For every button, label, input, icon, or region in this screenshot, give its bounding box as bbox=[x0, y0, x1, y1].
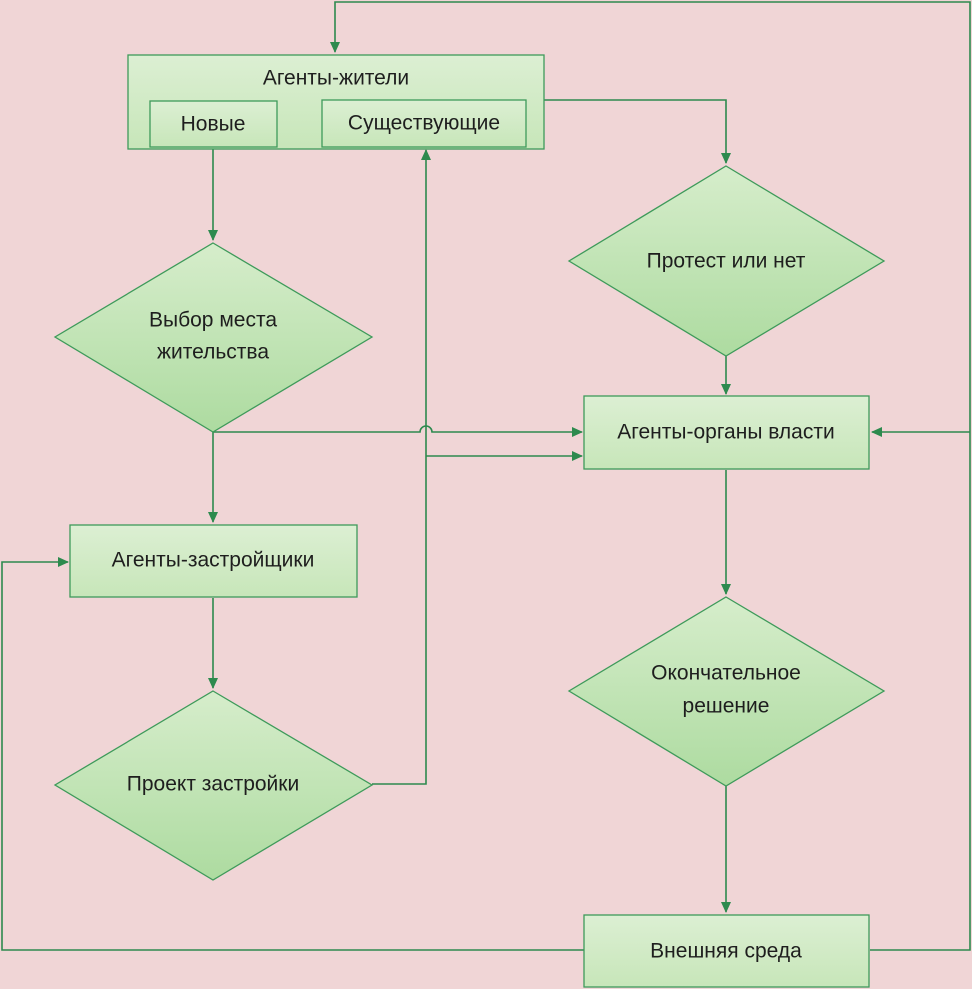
building-project-label: Проект застройки bbox=[127, 773, 299, 796]
final-decision-line2: решение bbox=[683, 695, 770, 718]
residence-choice-line2: жительства bbox=[157, 341, 269, 364]
environment-label: Внешняя среда bbox=[650, 940, 802, 963]
edge-project-to-existing bbox=[372, 149, 431, 785]
developers-label: Агенты-застройщики bbox=[112, 549, 315, 572]
node-existing-residents: Существующие bbox=[321, 99, 527, 148]
residence-choice-line1: Выбор места bbox=[149, 309, 277, 332]
edge-residents-to-protest bbox=[544, 99, 731, 164]
node-residence-choice: Выбор места жительства bbox=[53, 242, 374, 433]
edge-residence-choice-to-authorities bbox=[213, 425, 583, 437]
protest-label: Протест или нет bbox=[647, 250, 806, 273]
edge-environment-to-residents bbox=[330, 1, 971, 951]
node-developers: Агенты-застройщики bbox=[69, 524, 358, 598]
node-new-residents: Новые bbox=[149, 100, 278, 148]
node-environment: Внешняя среда bbox=[583, 914, 870, 988]
residents-group-label: Агенты-жители bbox=[263, 67, 409, 90]
existing-residents-label: Существующие bbox=[348, 112, 500, 135]
node-protest: Протест или нет bbox=[567, 165, 886, 357]
node-final-decision: Окончательное решение bbox=[567, 596, 886, 787]
final-decision-line1: Окончательное bbox=[651, 662, 801, 685]
new-residents-label: Новые bbox=[181, 113, 246, 136]
edge-environment-to-developers bbox=[1, 557, 584, 951]
authorities-label: Агенты-органы власти bbox=[617, 421, 834, 444]
node-authorities: Агенты-органы власти bbox=[583, 395, 870, 470]
node-building-project: Проект застройки bbox=[53, 690, 374, 881]
